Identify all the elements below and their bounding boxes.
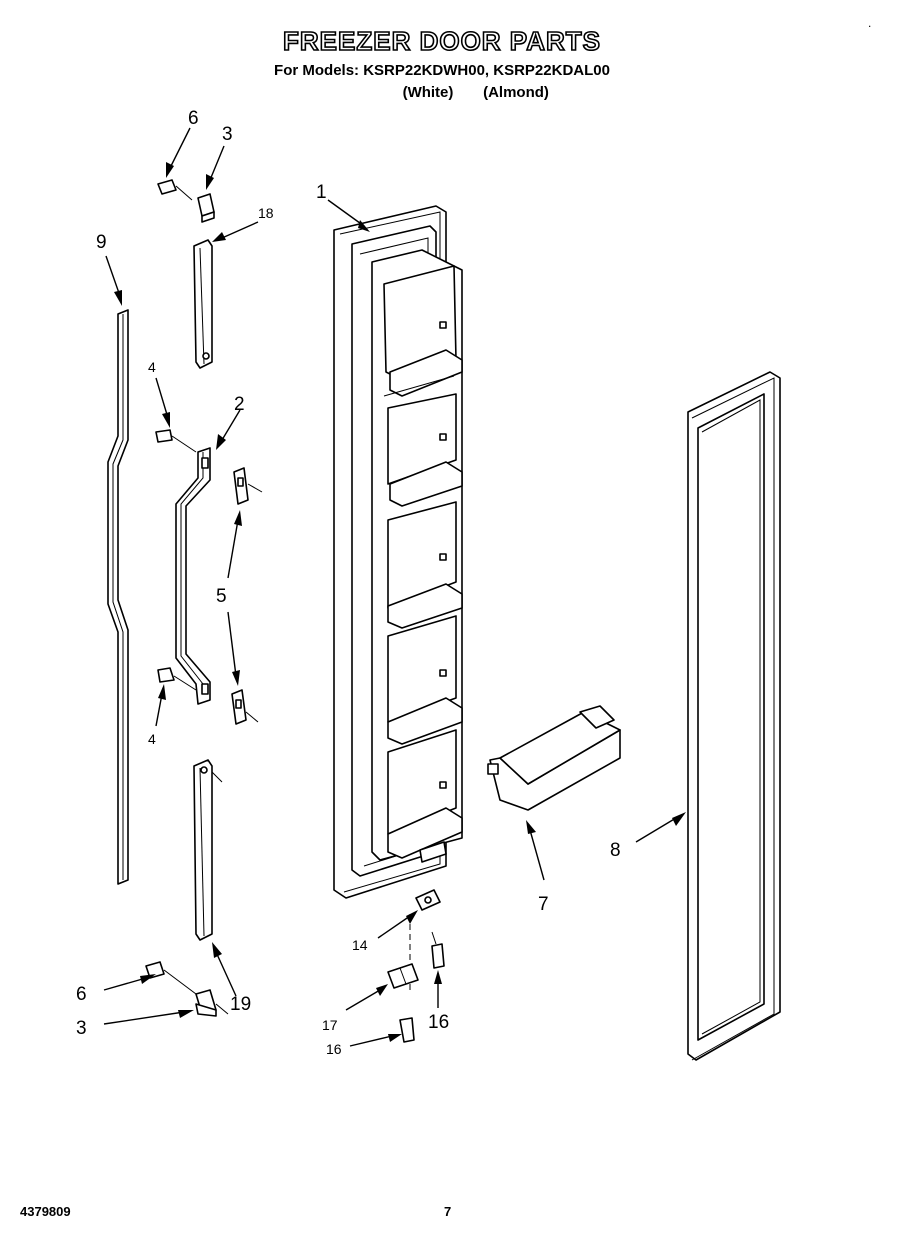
part-5-clip-lower (231, 689, 259, 725)
part-18-upper-channel (193, 239, 213, 369)
part-8-door-gasket (687, 371, 781, 1061)
part-16-screw-right (431, 931, 445, 969)
models-line: For Models: KSRP22KDWH00, KSRP22KDAL00 (274, 62, 610, 79)
part-14-hinge-pin (415, 889, 441, 911)
callout-19: 19 (230, 994, 251, 1015)
callout-4-bottom: 4 (148, 731, 156, 747)
callout-8: 8 (610, 840, 621, 861)
part-19-lower-channel (193, 759, 223, 941)
part-4-screw-upper (155, 429, 197, 453)
callout-5: 5 (216, 586, 227, 607)
part-2-handle-bracket (175, 447, 211, 705)
part-17-hinge-block (387, 963, 419, 989)
callout-16-left: 16 (326, 1041, 342, 1057)
callout-6-top: 6 (188, 108, 199, 129)
callout-7: 7 (538, 894, 549, 915)
callout-18: 18 (258, 205, 274, 221)
callout-6-bottom: 6 (76, 984, 87, 1005)
part-5-clip-upper (233, 467, 263, 505)
document-number: 4379809 (20, 1204, 71, 1219)
part-7-door-bin (487, 705, 621, 811)
callout-16-right: 16 (428, 1012, 449, 1033)
part-1-door-liner (333, 205, 463, 899)
callout-4-top: 4 (148, 359, 156, 375)
part-4-screw-lower (157, 667, 197, 691)
part-3-hinge-top (197, 193, 215, 223)
part-9-trim-strip (107, 309, 129, 885)
corner-mark: . (868, 16, 871, 30)
callout-1: 1 (316, 182, 327, 203)
part-16-screw-left (399, 1017, 415, 1043)
part-6-screw-top (157, 179, 193, 201)
callout-9: 9 (96, 232, 107, 253)
leader-lines (103, 127, 686, 1047)
diagram-title: FREEZER DOOR PARTS (283, 26, 601, 56)
callout-3-bottom: 3 (76, 1018, 87, 1039)
callout-2: 2 (234, 394, 245, 415)
callout-17: 17 (322, 1017, 338, 1033)
color-white-label: (White) (403, 84, 454, 101)
color-almond-label: (Almond) (483, 84, 549, 101)
part-6-screw-bottom (145, 961, 197, 995)
callout-3-top: 3 (222, 124, 233, 145)
callout-14: 14 (352, 937, 368, 953)
part-3-hinge-bottom (195, 989, 229, 1017)
page-number: 7 (444, 1204, 451, 1219)
